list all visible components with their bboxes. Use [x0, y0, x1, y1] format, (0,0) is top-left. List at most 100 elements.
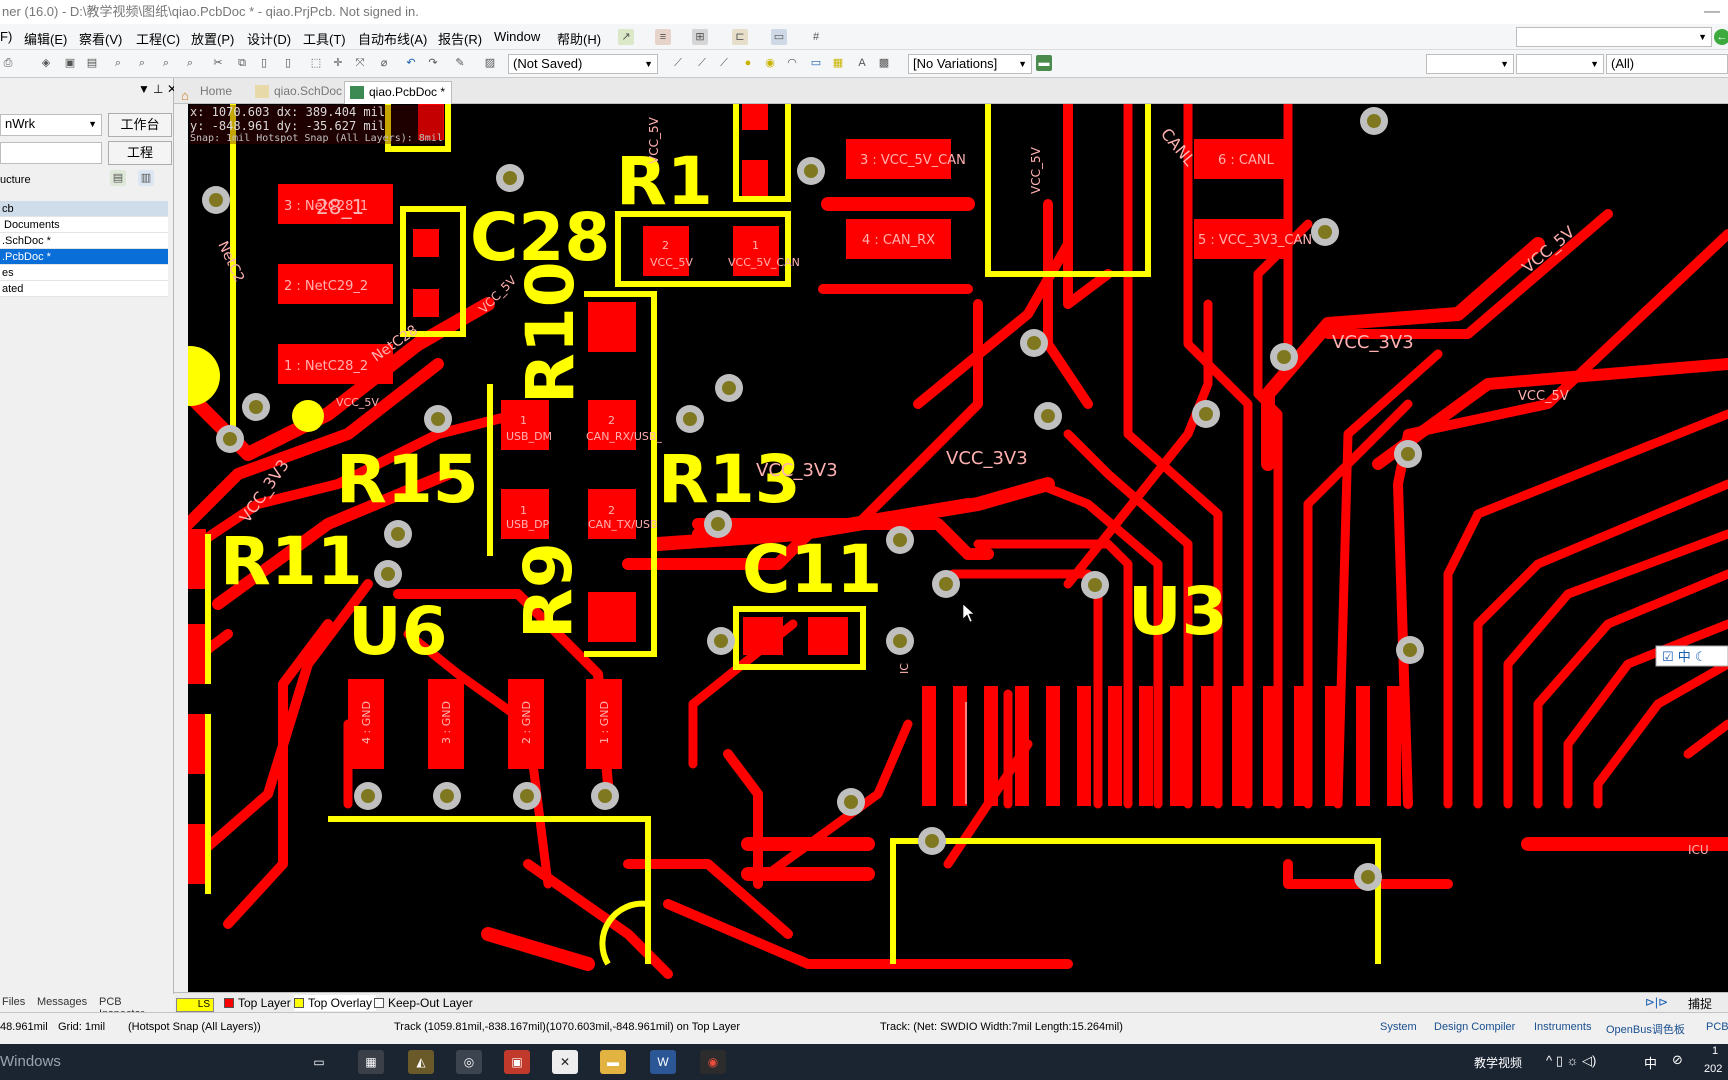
menu-autoroute[interactable]: 自动布线(A): [358, 32, 428, 47]
folder-icon[interactable]: ▤: [86, 57, 98, 69]
minimize-button[interactable]: —: [1704, 3, 1720, 20]
tab-messages[interactable]: Messages: [37, 996, 88, 1008]
diff-pair-icon[interactable]: ⟋: [698, 57, 706, 69]
measure-icon[interactable]: ⊏: [732, 29, 748, 45]
chrome-icon[interactable]: ◉: [700, 1050, 726, 1074]
altium-icon[interactable]: ◭: [408, 1050, 434, 1074]
zoom-area-icon[interactable]: ⌕: [138, 57, 146, 69]
print-icon[interactable]: ⎙: [3, 57, 13, 69]
tray-label[interactable]: 教学视频: [1474, 1056, 1523, 1070]
ic-pins-u3[interactable]: [922, 686, 1401, 806]
board-icon[interactable]: ▬: [1036, 55, 1052, 71]
undo-icon[interactable]: ↶: [406, 57, 416, 69]
filter-all-combo[interactable]: (All): [1606, 54, 1728, 74]
tree-libraries[interactable]: es: [0, 265, 168, 281]
tab-pcbdoc[interactable]: qiao.PcbDoc *: [344, 81, 453, 104]
copper-tracks[interactable]: [188, 104, 1728, 979]
menu-view[interactable]: 察看(V): [79, 32, 123, 47]
clear-filter-icon[interactable]: ⌀: [380, 57, 388, 69]
menu-design[interactable]: 设计(D): [247, 32, 292, 47]
x-app-icon[interactable]: ✕: [552, 1050, 578, 1074]
fill-icon[interactable]: ▭: [810, 57, 822, 69]
structure-view-icon[interactable]: ▥: [138, 170, 154, 186]
menu-help[interactable]: 帮助(H): [557, 32, 602, 47]
paste-icon[interactable]: ▯: [260, 57, 268, 69]
layers-icon[interactable]: ◈: [41, 57, 51, 69]
panel-menu-icon[interactable]: ▼: [138, 82, 150, 96]
open-icon[interactable]: ▣: [64, 57, 76, 69]
ime-indicator[interactable]: 中: [1644, 1056, 1658, 1071]
recorder-icon[interactable]: ◎: [456, 1050, 482, 1074]
menu-reports[interactable]: 报告(R): [438, 32, 483, 47]
polygon-icon[interactable]: ▦: [832, 57, 844, 69]
via-icon[interactable]: ◉: [765, 57, 775, 69]
pcb-canvas[interactable]: R1 C28 R10 R15 R13 R11 R9 C11 U6 U3 3 : …: [188, 104, 1728, 992]
tab-keepout-layer[interactable]: Keep-Out Layer: [374, 995, 473, 1011]
panel-design-compiler[interactable]: Design Compiler: [1434, 1021, 1516, 1033]
component-icon[interactable]: ⊞: [692, 29, 708, 45]
camera-app-icon[interactable]: ▣: [504, 1050, 530, 1074]
start-label[interactable]: Windows: [0, 1053, 61, 1070]
arc-icon[interactable]: ◠: [787, 57, 797, 69]
calculator-icon[interactable]: ▦: [358, 1050, 384, 1074]
component-place-icon[interactable]: ▩: [878, 57, 890, 69]
pad-icon[interactable]: ●: [744, 57, 752, 69]
tray-icons[interactable]: ^ ▯ ☼ ◁): [1546, 1053, 1597, 1068]
close-icon[interactable]: ✕: [167, 82, 178, 96]
notification-icon[interactable]: ⊘: [1672, 1052, 1683, 1067]
select-area-icon[interactable]: ⬚: [310, 57, 322, 69]
tab-top-overlay[interactable]: Top Overlay: [294, 995, 377, 1011]
filter-combo-1[interactable]: ▼: [1426, 54, 1514, 74]
pcb-view[interactable]: R1 C28 R10 R15 R13 R11 R9 C11 U6 U3 3 : …: [188, 104, 1728, 992]
tree-pcbdoc[interactable]: .PcbDoc *: [0, 249, 168, 265]
layer-set-tab[interactable]: LS: [176, 995, 216, 1012]
tab-schdoc[interactable]: qiao.SchDoc *: [250, 81, 356, 104]
panel-system[interactable]: System: [1380, 1021, 1417, 1033]
menu-edit[interactable]: 编辑(E): [24, 32, 68, 47]
workspace-combo[interactable]: nWrk▼: [0, 114, 102, 136]
filter-combo-2[interactable]: ▼: [1516, 54, 1604, 74]
panel-openbus[interactable]: OpenBus调色板: [1606, 1024, 1685, 1036]
cut-icon[interactable]: ✂: [213, 57, 223, 69]
string-icon[interactable]: A: [858, 57, 866, 69]
search-combo[interactable]: ▼: [1516, 27, 1712, 47]
move-icon[interactable]: ✛: [333, 57, 343, 69]
deselect-icon[interactable]: ⤧: [355, 57, 365, 69]
tree-source-documents[interactable]: Documents: [0, 217, 168, 233]
tree-schdoc[interactable]: .SchDoc *: [0, 233, 168, 249]
redo-icon[interactable]: ↷: [428, 57, 438, 69]
zoom-select-icon[interactable]: ⌕: [162, 57, 170, 69]
tab-files[interactable]: Files: [2, 996, 26, 1008]
room-icon[interactable]: ▭: [771, 29, 787, 45]
menu-window[interactable]: Window: [494, 29, 541, 44]
browse-icon[interactable]: ▨: [484, 57, 496, 69]
grid-icon[interactable]: #: [812, 31, 820, 43]
pin-icon[interactable]: ⊥: [153, 82, 164, 96]
variations-combo[interactable]: [No Variations]▼: [908, 54, 1032, 74]
tab-home[interactable]: ⌂Home: [176, 81, 238, 104]
task-view-icon[interactable]: ▭: [313, 1055, 325, 1069]
zoom-filter-icon[interactable]: ⌕: [186, 57, 194, 69]
menu-tools[interactable]: 工具(T): [303, 32, 346, 47]
crossprobe-icon[interactable]: ✎: [455, 57, 465, 69]
interactive-route-icon[interactable]: ⟋: [674, 57, 682, 69]
ime-toolbar[interactable]: ☑ 中 ☾: [1655, 645, 1728, 667]
explorer-icon[interactable]: ▬: [600, 1050, 626, 1074]
zoom-fit-icon[interactable]: ⌕: [114, 57, 122, 69]
menu-place[interactable]: 放置(P): [191, 32, 235, 47]
project-button[interactable]: 工程: [108, 141, 172, 165]
panel-pcb[interactable]: PCB: [1706, 1021, 1728, 1033]
tab-top-layer[interactable]: Top Layer: [224, 995, 291, 1011]
multi-route-icon[interactable]: ⟋: [720, 57, 728, 69]
align-icon[interactable]: ≡: [655, 29, 671, 45]
rubber-stamp-icon[interactable]: ▯: [284, 57, 292, 69]
pads[interactable]: [188, 104, 1289, 884]
panel-instruments[interactable]: Instruments: [1534, 1021, 1592, 1033]
tree-project[interactable]: cb: [0, 201, 168, 217]
vias[interactable]: [202, 107, 1424, 891]
snap-button[interactable]: 捕捉: [1687, 997, 1712, 1011]
route-icon[interactable]: ↗: [618, 29, 634, 45]
copy-icon[interactable]: ⧉: [238, 57, 246, 69]
word-icon[interactable]: W: [650, 1050, 676, 1074]
file-view-icon[interactable]: ▤: [110, 170, 126, 186]
